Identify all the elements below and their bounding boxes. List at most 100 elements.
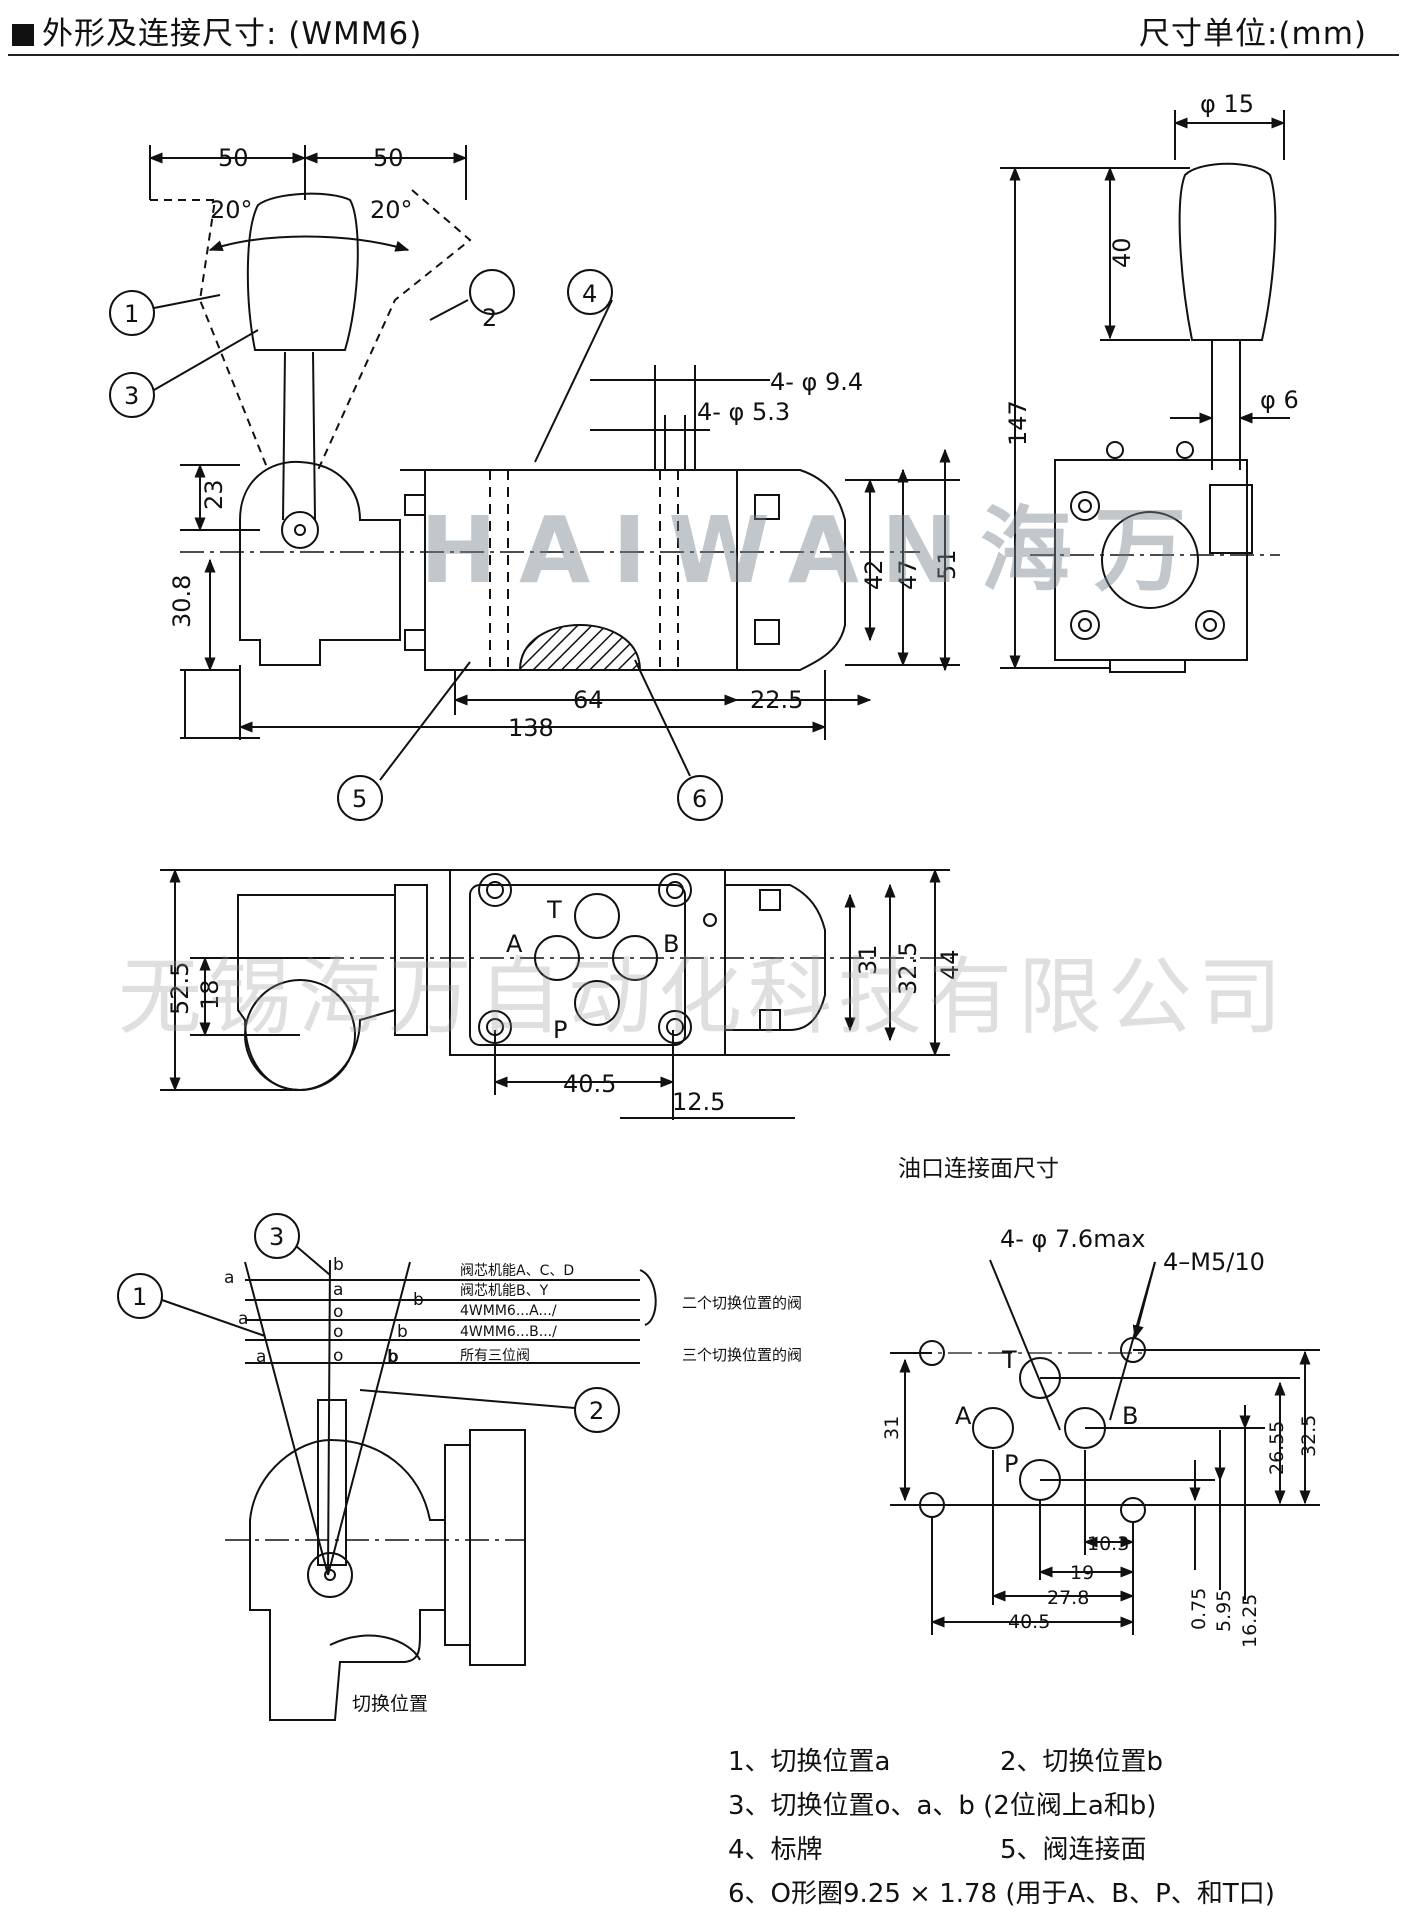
front-view-labels: 50 50 20° 20° 23 30.8 64 22.5 138 42 47 …: [124, 144, 961, 813]
row2-desc: 阀芯机能B、Y: [460, 1283, 549, 1299]
legend-row-2: 3、切换位置o、a、b (2位阀上a和b): [728, 1784, 1275, 1828]
row2-center: a: [333, 1280, 343, 1300]
row3-right: b: [397, 1322, 408, 1342]
port-face-labels: 油口连接面尺寸 4- φ 7.6max 4–M5/10 T A B P 31 2…: [881, 1156, 1320, 1648]
row4-center: o: [333, 1322, 343, 1342]
side-knob-outline: [1178, 162, 1277, 341]
row4-right: b: [387, 1347, 398, 1367]
row1-desc: 阀芯机能A、C、D: [460, 1263, 574, 1279]
dim-phi6: φ 6: [1260, 386, 1299, 414]
group-two-label: 二个切换位置的阀: [682, 1294, 802, 1312]
mount-hole-br: [1120, 1497, 1146, 1523]
dim-angle-right: 20°: [370, 196, 413, 224]
handle-right-dashed-outline: [317, 189, 472, 471]
dim-138: 138: [508, 714, 554, 742]
legend-item-3: 3、切换位置o、a、b (2位阀上a和b): [728, 1791, 1157, 1821]
handle-knob-outline: [246, 192, 359, 351]
legend: 1、切换位置a 2、切换位置b 3、切换位置o、a、b (2位阀上a和b) 4、…: [728, 1740, 1275, 1916]
dim-left-50: 50: [218, 144, 249, 172]
switch-caption: 切换位置: [352, 1693, 428, 1715]
row5-center: o: [333, 1346, 343, 1366]
dim-12-5: 12.5: [672, 1088, 725, 1116]
top-view: [160, 868, 960, 1120]
end-cap-outline: [736, 469, 846, 671]
row3-left: a: [238, 1309, 248, 1329]
dim-147: 147: [1004, 400, 1032, 446]
header-divider: [8, 54, 1399, 56]
row5-left: a: [256, 1347, 266, 1367]
dim-face-16-25: 16.25: [1239, 1594, 1261, 1648]
haiwan-watermark: HAIWAN海万: [420, 497, 1208, 604]
dim-face-10-3: 10.3: [1087, 1533, 1129, 1555]
pivot-pin: [281, 511, 319, 549]
thread-note: 4–M5/10: [1163, 1248, 1265, 1276]
page-header: 外形及连接尺寸: (WMM6) 尺寸单位:(mm): [0, 0, 1407, 56]
row1-center: b: [333, 1255, 344, 1275]
dim-angle-left: 20°: [210, 196, 253, 224]
dim-face-5-95: 5.95: [1213, 1590, 1235, 1632]
legend-item-4: 4、标牌: [728, 1835, 823, 1865]
callout-1: 1: [124, 300, 139, 328]
port-face-title: 油口连接面尺寸: [898, 1156, 1059, 1182]
callout-switch-2: 2: [589, 1397, 604, 1425]
bullet-square-icon: [12, 24, 34, 46]
dim-face-40-5: 40.5: [1008, 1611, 1050, 1633]
callout-2: 2: [482, 304, 497, 332]
legend-row-4: 6、O形圈9.25 × 1.78 (用于A、B、P、和T口): [728, 1872, 1275, 1916]
dim-44: 44: [936, 949, 964, 980]
row2-left: a: [224, 1268, 234, 1288]
switch-housing-outline: [249, 1438, 446, 1721]
legend-row-1: 1、切换位置a 2、切换位置b: [728, 1740, 1275, 1784]
dim-42: 42: [860, 559, 888, 590]
top-port-label-t: T: [546, 896, 562, 924]
top-port-p: [574, 980, 620, 1026]
legend-item-5: 5、阀连接面: [1000, 1835, 1147, 1865]
legend-item-2: 2、切换位置b: [1000, 1747, 1164, 1777]
dim-hole-9-4: 4- φ 9.4: [770, 368, 863, 396]
dim-31: 31: [854, 944, 882, 975]
dim-face-27-8: 27.8: [1047, 1587, 1089, 1609]
top-port-label-a: A: [506, 930, 523, 958]
dim-40: 40: [1108, 237, 1136, 268]
switch-view-labels: 3 1 2 b a a b a o b o b a o b 阀芯机能A、C、D …: [132, 1223, 802, 1715]
callout-5: 5: [352, 785, 367, 813]
dim-22-5: 22.5: [750, 686, 803, 714]
dim-30-8: 30.8: [168, 575, 196, 628]
side-port: [1101, 511, 1199, 609]
dim-64: 64: [573, 686, 604, 714]
legend-item-1: 1、切换位置a: [728, 1747, 891, 1777]
top-port-label-b: B: [663, 930, 679, 958]
dim-52-5: 52.5: [166, 962, 194, 1015]
callout-3: 3: [124, 382, 139, 410]
page-title: 外形及连接尺寸: (WMM6): [12, 8, 422, 53]
company-watermark: 无锡海万自动化科技有限公司: [118, 948, 1289, 1046]
port-face: [890, 1259, 1320, 1635]
top-port-t: [574, 893, 620, 939]
dim-face-19: 19: [1070, 1562, 1094, 1584]
group-three-label: 三个切换位置的阀: [682, 1346, 802, 1364]
callout-4: 4: [582, 280, 597, 308]
legend-item-6: 6、O形圈9.25 × 1.78 (用于A、B、P、和T口): [728, 1879, 1275, 1909]
switch-view: [117, 1213, 657, 1721]
top-port-label-p: P: [553, 1016, 567, 1044]
row3-center: o: [333, 1302, 343, 1322]
front-view: [109, 145, 960, 821]
face-port-label-t: T: [1001, 1346, 1017, 1374]
side-view-labels: φ 15 40 147 φ 6: [1004, 90, 1299, 446]
face-port-label-b: B: [1122, 1402, 1138, 1430]
face-port-label-a: A: [955, 1402, 972, 1430]
dim-hole-5-3: 4- φ 5.3: [697, 398, 790, 426]
dim-18: 18: [196, 979, 224, 1010]
face-port-a: [972, 1407, 1014, 1449]
o-ring-hatch: [518, 623, 642, 671]
dim-face-26-55: 26.55: [1266, 1421, 1288, 1475]
dim-phi15: φ 15: [1200, 90, 1254, 118]
dim-51: 51: [933, 549, 961, 580]
page-title-text: 外形及连接尺寸: (WMM6): [42, 16, 423, 52]
dim-47: 47: [894, 559, 922, 590]
callout-switch-1: 1: [132, 1283, 147, 1311]
callout-6: 6: [692, 785, 707, 813]
dim-face-0-75: 0.75: [1188, 1588, 1210, 1630]
side-view: [1000, 110, 1290, 673]
